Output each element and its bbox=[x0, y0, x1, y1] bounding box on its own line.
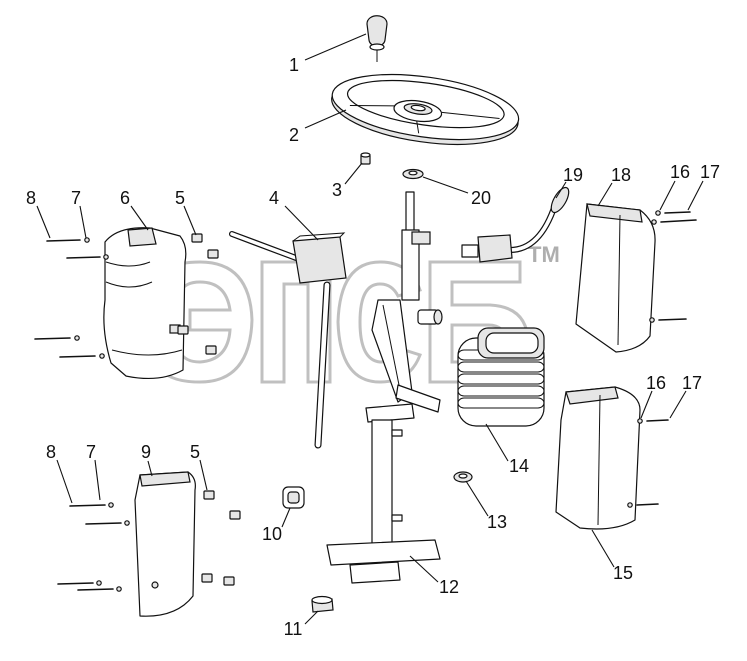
steering-wheel-part bbox=[331, 73, 520, 145]
callout-5-upper: 5 bbox=[175, 188, 185, 208]
leader-line-12 bbox=[409, 555, 439, 583]
leader-line-5-upper bbox=[183, 205, 197, 236]
callout-6: 6 bbox=[120, 188, 130, 208]
callout-15: 15 bbox=[613, 563, 633, 583]
leader-line-5-lower bbox=[199, 459, 208, 491]
leader-line-16-lower bbox=[640, 390, 653, 419]
callout-1: 1 bbox=[289, 55, 299, 75]
bellows-boot-part bbox=[457, 327, 545, 427]
leader-line-11 bbox=[304, 610, 319, 625]
leader-line-13 bbox=[465, 480, 489, 517]
leader-line-3 bbox=[344, 162, 363, 185]
callout-7-upper: 7 bbox=[71, 188, 81, 208]
leader-line-8-upper bbox=[36, 205, 51, 239]
lower-right-fasteners bbox=[627, 418, 669, 508]
right-lever-switch-part bbox=[461, 186, 570, 263]
watermark-tm: TM bbox=[528, 242, 560, 267]
washer-part bbox=[402, 168, 424, 180]
leader-line-17-upper bbox=[687, 180, 704, 211]
callout-16-upper: 16 bbox=[670, 162, 690, 182]
callout-10: 10 bbox=[262, 524, 282, 544]
leader-lines bbox=[36, 33, 704, 625]
callout-16-lower: 16 bbox=[646, 373, 666, 393]
leader-line-19 bbox=[555, 181, 567, 199]
base-plate-part bbox=[326, 539, 441, 584]
nut-part bbox=[360, 152, 371, 165]
callout-11: 11 bbox=[284, 619, 303, 639]
ring-part bbox=[453, 471, 473, 483]
lower-left-shroud-part bbox=[134, 471, 196, 617]
bushing-part bbox=[311, 595, 334, 613]
callout-5-lower: 5 bbox=[190, 442, 200, 462]
leader-line-2 bbox=[304, 109, 347, 129]
lower-right-shroud-part bbox=[555, 386, 641, 530]
upper-right-shroud-part bbox=[575, 203, 656, 353]
leader-line-8-lower bbox=[56, 459, 73, 504]
leader-line-9 bbox=[147, 460, 153, 477]
leader-line-17-lower bbox=[669, 390, 687, 419]
callout-13: 13 bbox=[487, 512, 507, 532]
leader-line-16-upper bbox=[659, 180, 676, 211]
leader-line-4 bbox=[284, 205, 319, 241]
callout-17-upper: 17 bbox=[700, 162, 720, 182]
callout-19: 19 bbox=[563, 165, 583, 185]
callout-8-upper: 8 bbox=[26, 188, 36, 208]
callout-7-lower: 7 bbox=[86, 442, 96, 462]
leader-line-1 bbox=[304, 33, 367, 61]
leader-line-10 bbox=[281, 507, 291, 528]
leader-line-7-upper bbox=[79, 205, 87, 239]
callout-12: 12 bbox=[439, 577, 459, 597]
callout-9: 9 bbox=[141, 442, 151, 462]
upper-left-shroud-part bbox=[103, 227, 187, 380]
callout-3: 3 bbox=[332, 180, 342, 200]
leader-line-20 bbox=[422, 176, 469, 194]
callout-8-lower: 8 bbox=[46, 442, 56, 462]
callout-17-lower: 17 bbox=[682, 373, 702, 393]
spinner-knob-part bbox=[366, 15, 388, 62]
callout-2: 2 bbox=[289, 125, 299, 145]
leader-line-14 bbox=[485, 423, 509, 462]
left-lever-switch-part bbox=[229, 231, 347, 449]
leader-line-7-lower bbox=[94, 459, 101, 501]
upper-left-fasteners bbox=[34, 233, 219, 359]
callout-4: 4 bbox=[269, 188, 279, 208]
grommet-part bbox=[282, 486, 305, 509]
callout-20: 20 bbox=[471, 188, 491, 208]
callout-14: 14 bbox=[509, 456, 529, 476]
leader-line-18 bbox=[597, 182, 613, 207]
leader-line-6 bbox=[130, 205, 149, 231]
callout-18: 18 bbox=[611, 165, 631, 185]
leader-line-15 bbox=[591, 529, 615, 568]
lower-left-fasteners bbox=[57, 490, 241, 592]
upper-right-fasteners bbox=[649, 210, 697, 323]
steering-column-part bbox=[365, 191, 443, 576]
callout-labels: 1 2 3 4 5 6 7 8 19 18 16 17 20 14 16 17 … bbox=[26, 55, 720, 639]
